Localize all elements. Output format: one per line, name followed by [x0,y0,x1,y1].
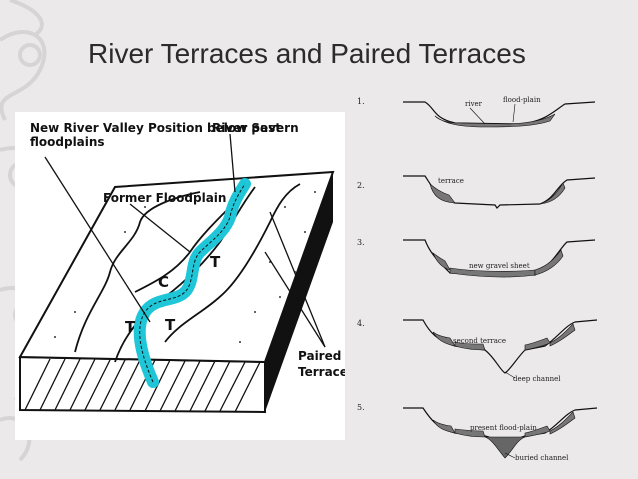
stage-5-number: 5. [357,403,365,412]
stage-4: 4. second terrace deep channel [357,319,598,383]
slide-title: River Terraces and Paired Terraces [88,38,526,69]
label-terrace-t1: T [210,253,221,271]
stage-4-label-second-terrace: second terrace [453,337,506,345]
stage-1: 1. river flood-plain [357,96,596,128]
stage-4-label-deep-channel: deep channel [513,375,561,383]
label-terrace-t2: T [125,318,136,336]
stage-2-label-terrace: terrace [438,177,464,185]
stage-4-number: 4. [357,319,365,328]
stage-5-label-buried-channel: buried channel [515,454,569,462]
block-diagram: New River Valley Position below past flo… [15,112,355,440]
block-diagram-drawing: New River Valley Position below past flo… [18,121,355,414]
stage-1-label-river: river [465,100,483,108]
surface-speckles [54,191,316,343]
label-channel-c: C [158,273,169,291]
label-paired-line2: Terraces [298,365,345,379]
label-former-floodplain: Former Floodplain [103,191,226,205]
label-river-severn: River Severn [212,121,299,135]
stage-2: 2. terrace [357,175,596,209]
label-terrace-t3: T [165,316,176,334]
stage-5: 5. present flood-plain buried channel [357,403,598,462]
stage-2-number: 2. [357,181,365,190]
stage-3-label-new-gravel-sheet: new gravel sheet [469,262,530,270]
cross-section-stages: 1. river flood-plain 2. terrace 3. new g… [357,96,598,462]
stage-1-number: 1. [357,97,365,106]
river-outline [139,183,246,383]
label-new-river-valley-line1: New River Valley Position below past [30,121,281,135]
label-new-river-valley-line2: floodplains [30,135,105,149]
stage-3-number: 3. [357,238,365,247]
stage-3: 3. new gravel sheet [357,238,596,278]
stage-5-label-present-flood-plain: present flood-plain [470,424,537,432]
side-face [265,172,333,412]
stage-1-label-flood-plain: flood-plain [503,96,541,104]
label-paired-line1: Paired [298,349,341,363]
pointer-lines [44,133,326,348]
